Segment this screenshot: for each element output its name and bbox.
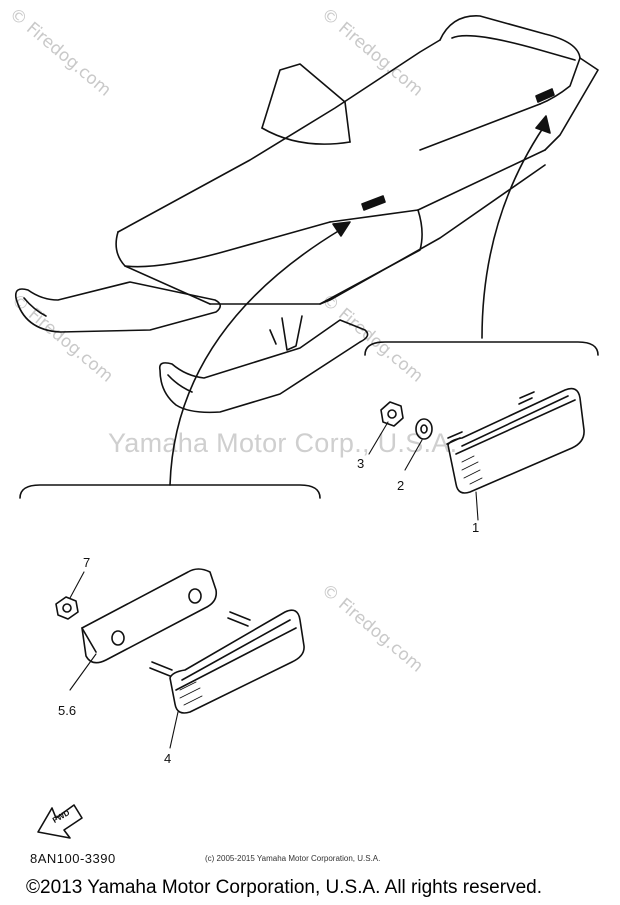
- callout-4: 4: [164, 751, 172, 766]
- snowmobile-illustration: [14, 15, 599, 414]
- nut-3-drawing: [380, 401, 404, 427]
- bracket-right: [364, 341, 599, 356]
- callout-1: 1: [472, 520, 480, 535]
- callout-3: 3: [357, 456, 365, 471]
- leader-lines: [69, 421, 479, 749]
- reflector-1-drawing: [446, 387, 585, 494]
- nut-7-drawing: [55, 596, 79, 620]
- bracket-plate-drawing: [81, 568, 218, 664]
- watermark-yamaha: Yamaha Motor Corp., U.S.A.: [108, 428, 458, 458]
- callout-5-6: 5.6: [58, 703, 77, 718]
- small-copyright: (c) 2005-2015 Yamaha Motor Corporation, …: [205, 854, 381, 863]
- washer-2-drawing: [415, 418, 433, 440]
- reflector-4-drawing: [149, 609, 305, 714]
- diagram-code: 8AN100-3390: [30, 851, 116, 866]
- bracket-left: [19, 484, 321, 499]
- callout-7: 7: [83, 555, 91, 570]
- copyright-notice: ©2013 Yamaha Motor Corporation, U.S.A. A…: [26, 877, 542, 898]
- indicator-arrows: [169, 115, 551, 486]
- callout-2: 2: [397, 478, 405, 493]
- fwd-arrow-icon: [37, 804, 83, 839]
